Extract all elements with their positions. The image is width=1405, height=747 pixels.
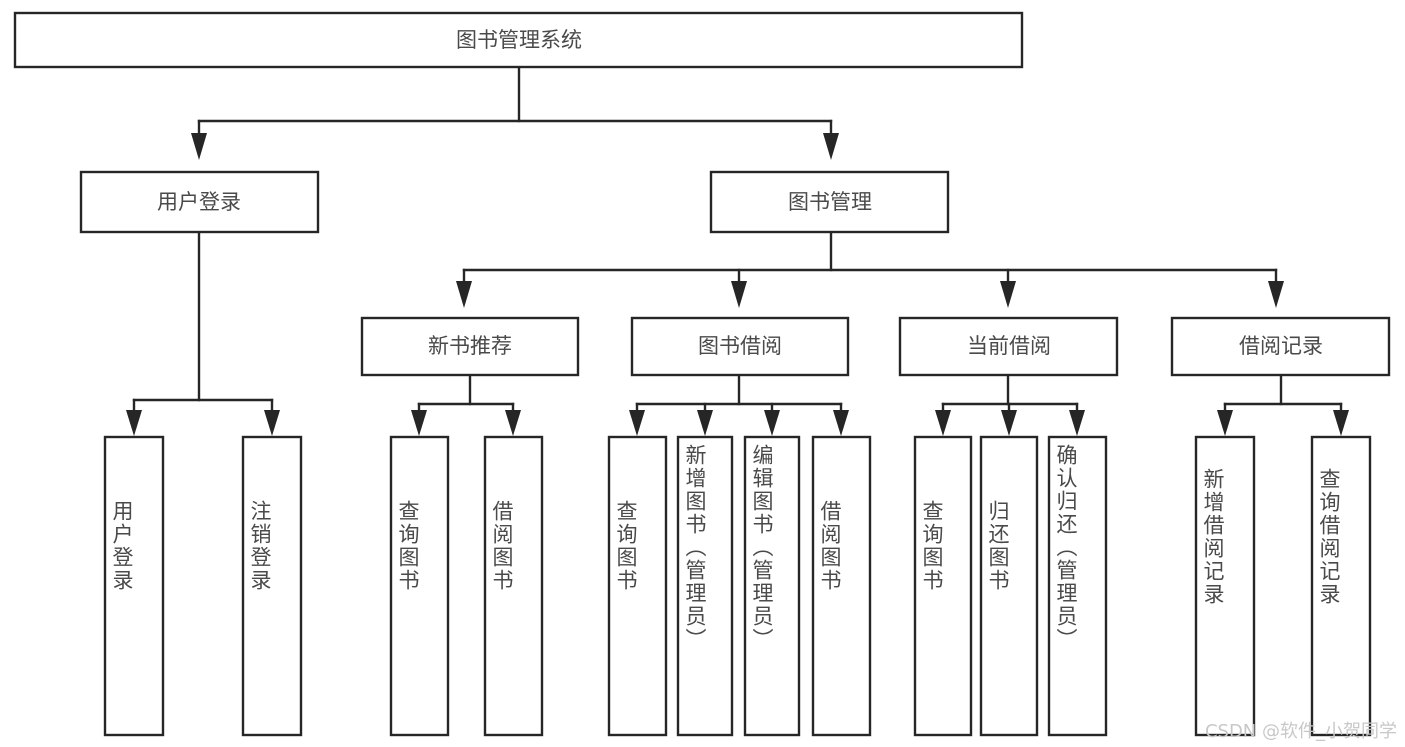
connector-currentborrow-to-leaves — [935, 373, 1085, 436]
arrow-head-cb-0 — [935, 410, 951, 436]
arrow-head-bb-3 — [833, 410, 849, 436]
arrow-head-bb-0 — [629, 410, 645, 436]
leaf-box-borrow-record-1[interactable] — [1310, 435, 1372, 737]
node-box-book-management[interactable] — [709, 170, 950, 234]
leaf-label-current-borrow-0: 查询图书 — [920, 500, 944, 592]
arrow-head-ul-0 — [126, 410, 142, 436]
leaf-box-new-book-0[interactable] — [389, 435, 450, 737]
node-box-new-book-recommend[interactable] — [360, 316, 580, 377]
node-label-new-book-recommend: 新书推荐 — [428, 334, 512, 358]
leaf-label-current-borrow-1: 归还图书 — [986, 500, 1010, 592]
leaf-box-book-borrow-1[interactable] — [676, 435, 734, 737]
arrow-head-bb-2 — [764, 410, 780, 436]
connector-newbook-to-leaves — [411, 373, 521, 436]
csdn-watermark: CSDN @软件_小贺同学 — [1204, 721, 1397, 742]
connector-borrowrecord-to-leaves — [1217, 373, 1349, 436]
leaf-box-borrow-record-0[interactable] — [1194, 435, 1256, 737]
leaf-box-current-borrow-1[interactable] — [979, 435, 1039, 737]
arrow-head-cb-1 — [1001, 410, 1017, 436]
leaf-box-new-book-1[interactable] — [483, 435, 544, 737]
node-box-book-borrow[interactable] — [630, 316, 850, 377]
leaf-label-current-borrow-2: 确认归还（管理员） — [1054, 444, 1078, 651]
leaf-label-borrow-record-0: 新增借阅记录 — [1201, 468, 1225, 606]
arrow-head-current — [1000, 281, 1016, 308]
node-box-root[interactable] — [13, 11, 1024, 69]
node-label-user-login: 用户登录 — [157, 190, 241, 214]
leaf-box-current-borrow-2[interactable] — [1047, 435, 1108, 737]
node-label-borrow-record: 借阅记录 — [1239, 334, 1323, 358]
node-box-current-borrow[interactable] — [898, 316, 1119, 377]
node-box-user-login[interactable] — [79, 170, 320, 234]
leaf-box-user-login-1[interactable] — [241, 435, 303, 737]
arrow-head-br-0 — [1217, 410, 1233, 436]
leaf-label-book-borrow-2: 编辑图书（管理员） — [750, 444, 774, 651]
connector-userlogin-to-leaves — [126, 230, 280, 436]
node-label-book-management: 图书管理 — [788, 190, 872, 214]
connector-bookborrow-to-leaves — [629, 373, 849, 436]
leaf-label-borrow-record-1: 查询借阅记录 — [1317, 468, 1341, 606]
leaf-label-user-login-1: 注销登录 — [248, 500, 272, 592]
node-label-root: 图书管理系统 — [456, 28, 582, 52]
leaf-label-new-book-1: 借阅图书 — [490, 500, 514, 592]
arrow-head-bb-1 — [697, 410, 713, 436]
arrow-head-cb-2 — [1069, 410, 1085, 436]
arrow-head-record — [1268, 281, 1284, 308]
arrow-head-borrow — [731, 281, 747, 308]
connector-root-to-level2 — [191, 65, 839, 160]
arrow-head-br-1 — [1333, 410, 1349, 436]
leaf-label-book-borrow-3: 借阅图书 — [818, 500, 842, 592]
leaf-label-new-book-0: 查询图书 — [396, 500, 420, 592]
connector-bookmgmt-to-level3 — [456, 230, 1284, 308]
leaf-label-user-login-0: 用户登录 — [110, 500, 134, 592]
leaf-label-book-borrow-0: 查询图书 — [614, 500, 638, 592]
node-label-current-borrow: 当前借阅 — [967, 334, 1051, 358]
leaf-box-current-borrow-0[interactable] — [913, 435, 973, 737]
arrow-head-ul-1 — [264, 410, 280, 436]
arrow-head-newbook — [456, 281, 472, 308]
arrow-head-nb-0 — [411, 410, 427, 436]
node-box-borrow-record[interactable] — [1170, 316, 1391, 377]
leaf-box-book-borrow-0[interactable] — [607, 435, 668, 737]
node-label-book-borrow: 图书借阅 — [698, 334, 782, 358]
leaf-label-book-borrow-1: 新增图书（管理员） — [683, 444, 707, 651]
leaf-box-user-login-0[interactable] — [103, 435, 165, 737]
leaf-box-book-borrow-2[interactable] — [743, 435, 801, 737]
arrow-head-nb-1 — [505, 410, 521, 436]
arrow-head-book-mgmt — [823, 133, 839, 160]
leaf-box-book-borrow-3[interactable] — [811, 435, 872, 737]
arrow-head-user-login — [191, 133, 207, 160]
